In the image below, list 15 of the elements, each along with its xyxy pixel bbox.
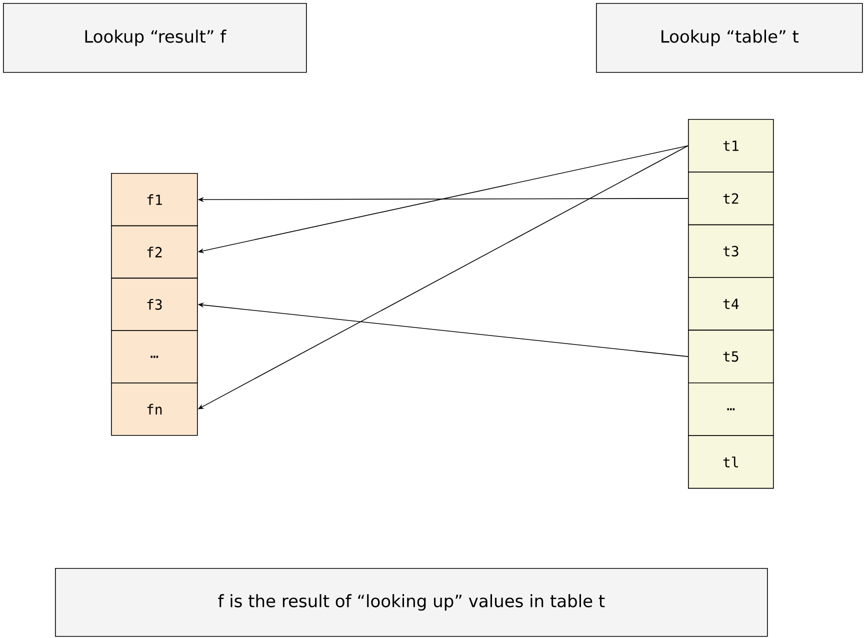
table-cell: …: [111, 330, 198, 384]
table-cell: t2: [688, 172, 774, 226]
table-cell: …: [688, 382, 774, 436]
label-box: f is the result of “looking up” values in table t: [55, 568, 768, 637]
table-cell: f2: [111, 225, 198, 279]
table-cell: f3: [111, 278, 198, 331]
table-cell: tl: [688, 435, 774, 489]
table-cell: t1: [688, 119, 774, 172]
table-cell: t4: [688, 277, 774, 331]
table-cell: fn: [111, 382, 198, 436]
label-box: Lookup “table” t: [596, 3, 863, 73]
table-cell: f1: [111, 173, 198, 226]
table-cell: t3: [688, 224, 774, 278]
table-cell: t5: [688, 330, 774, 384]
label-box: Lookup “result” f: [3, 3, 307, 73]
